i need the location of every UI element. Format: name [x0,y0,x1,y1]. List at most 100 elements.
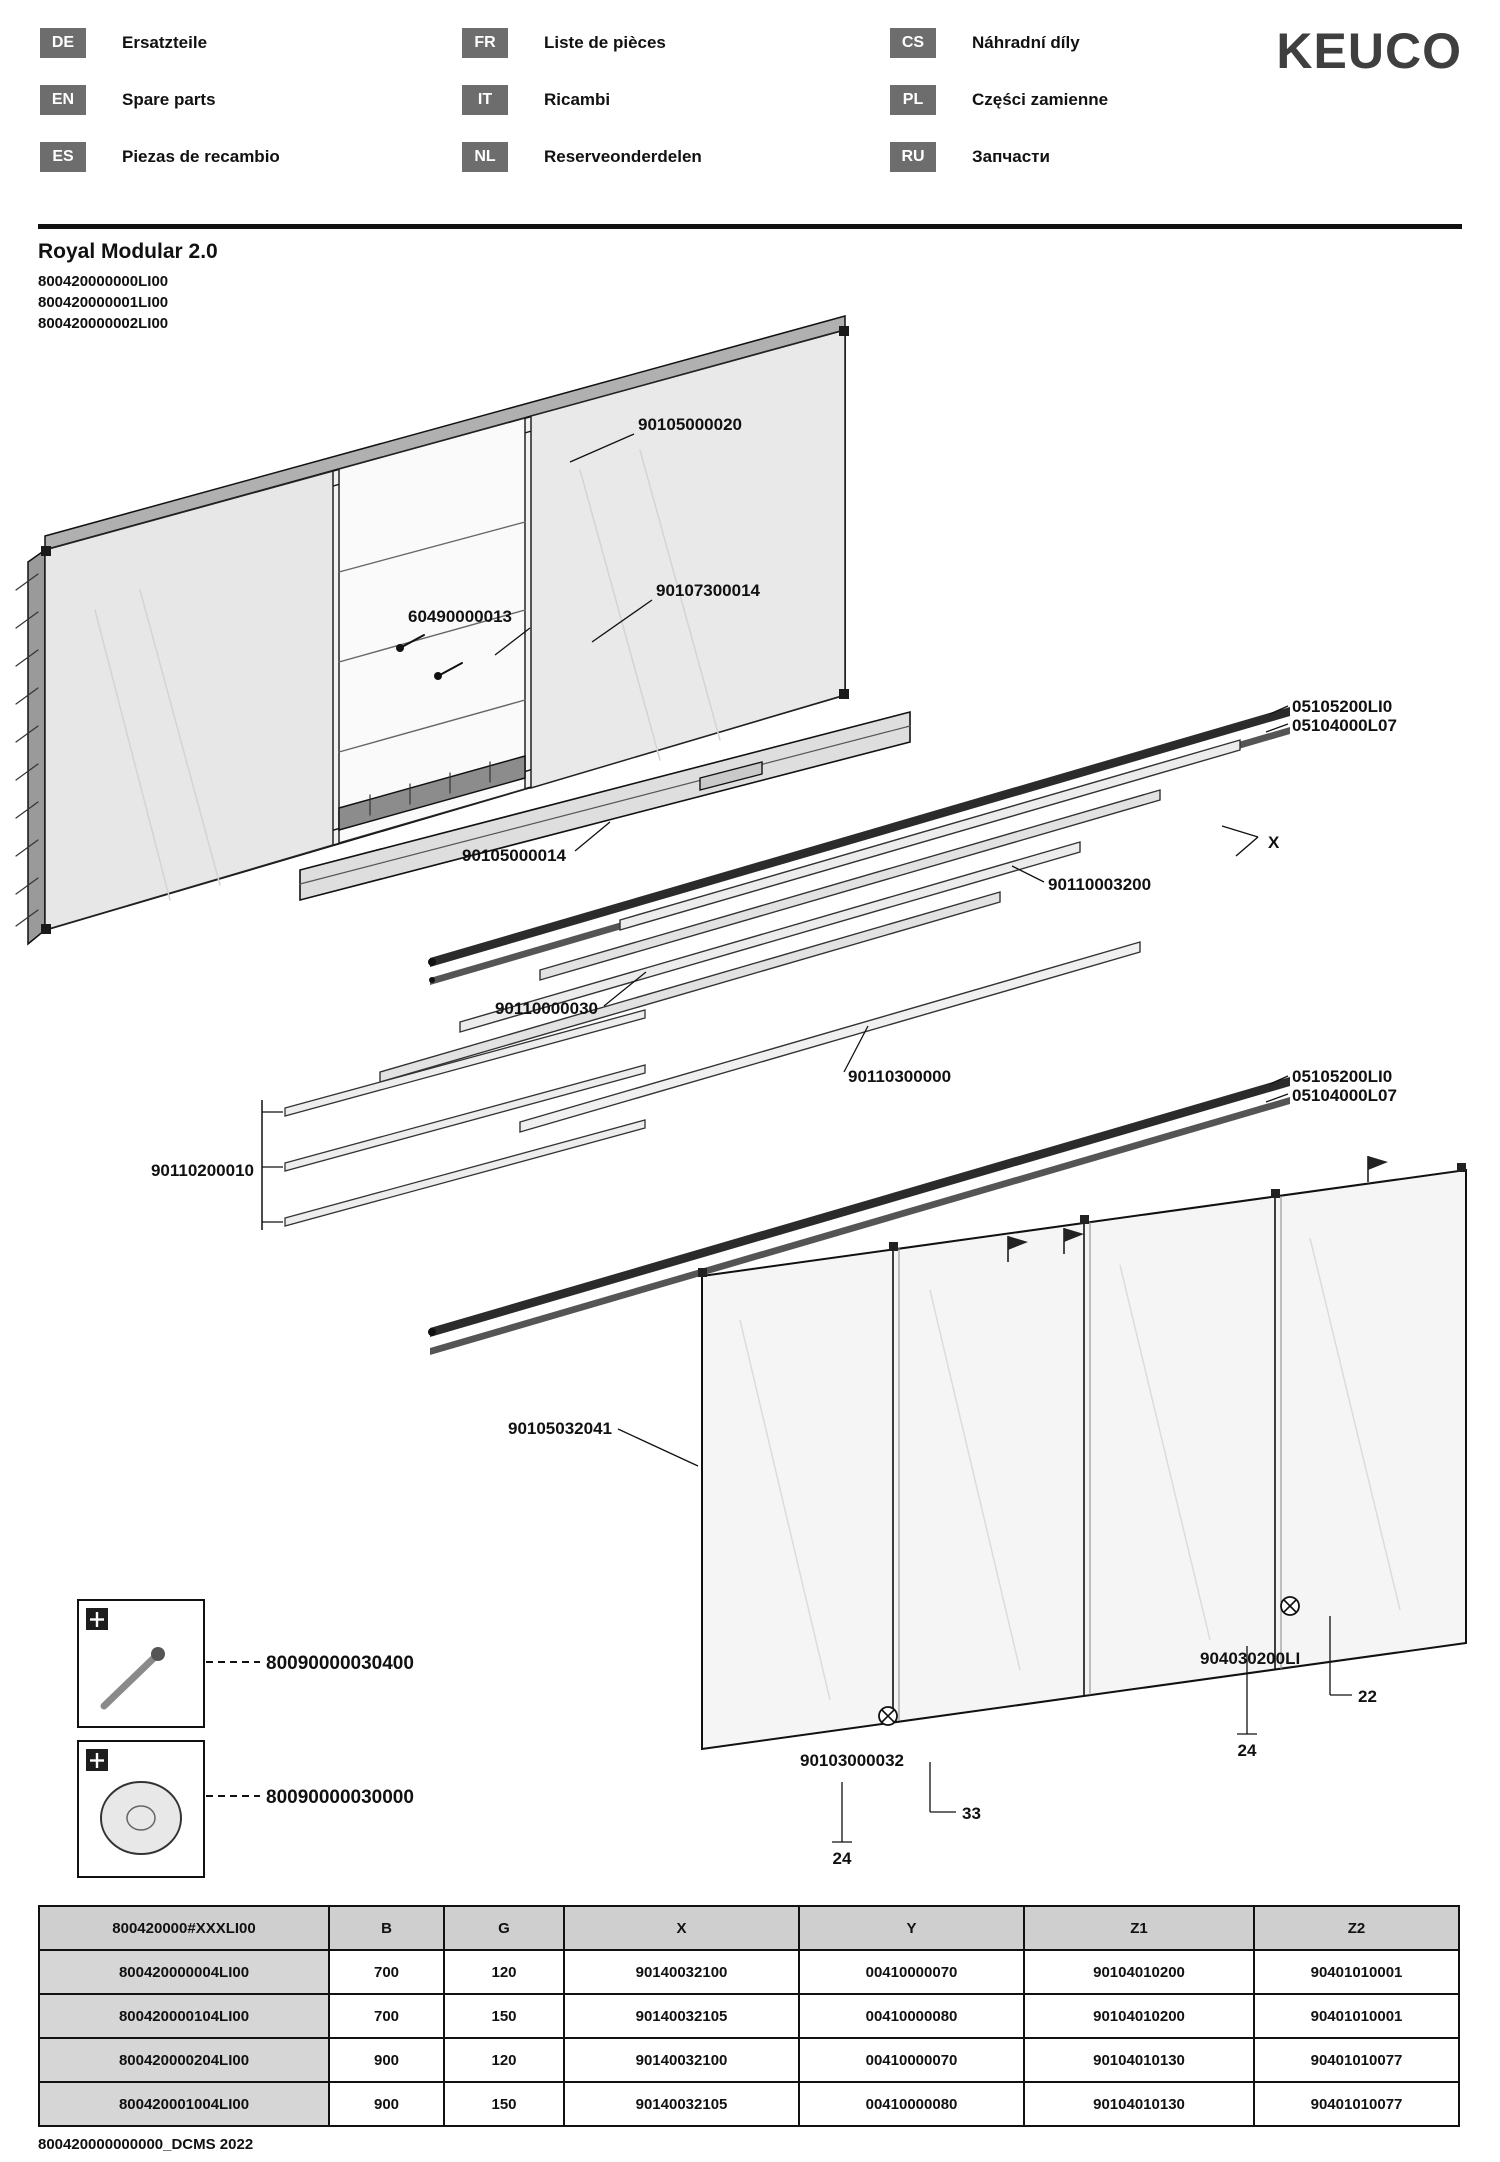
mirror-doors-group [698,1156,1467,1751]
spec-table: 800420000#XXXLI00 B G X Y Z1 Z2 80042000… [38,1905,1460,2127]
table-cell: 90104010130 [1023,2081,1255,2127]
dim-22-label: 22 [1358,1687,1377,1706]
table-header-cell: X [563,1905,800,1951]
table-cell: 120 [443,2037,565,2083]
language-code-badge: RU [890,142,936,172]
language-label: Запчасти [972,147,1050,166]
table-cell: 90140032105 [563,1993,800,2039]
part-label-fixing-mid: 90103000032 [800,1751,904,1770]
table-cell: 90104010200 [1023,1993,1255,2039]
flag-icon [1007,1156,1388,1262]
fixing-mid-group: 90103000032 33 24 [800,1706,981,1868]
language-code-badge: CS [890,28,936,58]
language-code-badge: FR [462,28,508,58]
language-row: EN Spare parts [40,85,280,115]
light-unit [338,755,526,831]
product-title: Royal Modular 2.0 [38,240,218,263]
table-cell: 90401010001 [1253,1993,1460,2039]
product-code: 800420000001LI00 [38,294,169,311]
language-code-badge: PL [890,85,936,115]
part-label-rail-lower-2: 05104000L07 [1292,1086,1397,1105]
lower-rail-group: 05105200LI0 05104000L07 [428,1067,1397,1355]
table-row: 800420000204LI00 900 120 90140032100 004… [38,2037,1460,2083]
exploded-diagram-area: 90105000020 90107300014 60490000013 9010… [0,310,1500,1890]
hatch-marks [15,573,39,927]
part-label-mirror-door: 90105032041 [508,1419,612,1438]
part-label-light-strip: 90110000030 [495,999,598,1018]
language-row: RU Запчасти [890,142,1108,172]
language-label: Liste de pièces [544,33,666,52]
table-cell: 00410000080 [798,2081,1025,2127]
dimension-x: X [1221,825,1280,857]
product-code: 800420000002LI00 [38,315,169,332]
detail-box-2: 80090000030000 [77,1740,414,1878]
fixing-right-group: 904030200LI 22 24 [1200,1596,1377,1760]
table-cell: 00410000080 [798,1993,1025,2039]
part-label-door-fitting: 90107300014 [656,581,761,600]
table-header-cell: 800420000#XXXLI00 [38,1905,330,1951]
table-cell: 00410000070 [798,1949,1025,1995]
language-row: PL Części zamienne [890,85,1108,115]
language-column-2: FR Liste de pièces IT Ricambi NL Reserve… [462,28,702,172]
language-row: FR Liste de pièces [462,28,702,58]
table-cell: 150 [443,1993,565,2039]
bottom-profile-part [299,710,911,902]
table-cell: 00410000070 [798,2037,1025,2083]
document-id: 800420000000000_DCMS 2022 [38,2136,254,2153]
table-cell: 800420000104LI00 [38,1993,330,2039]
part-label-top-profile: 90105000020 [638,415,742,434]
part-label-rail-upper-1: 05105200LI0 [1292,697,1392,716]
language-row: ES Piezas de recambio [40,142,280,172]
screw-detail-icon [100,1650,162,1710]
disc-detail-icon [100,1781,182,1855]
dim-24-mid-label: 24 [833,1849,852,1868]
part-label-fixing-right: 904030200LI [1200,1649,1300,1668]
profile-strips-group [379,739,1241,1133]
language-label: Spare parts [122,90,216,109]
part-label-bottom-profile: 90105000014 [462,846,567,865]
part-label-light-profile: 90110003200 [1048,875,1151,894]
table-cell: 150 [443,2081,565,2127]
table-cell: 900 [328,2081,445,2127]
language-column-3: CS Náhradní díly PL Części zamienne RU З… [890,28,1108,172]
detail-box-1: 80090000030400 [77,1599,414,1728]
table-cell: 700 [328,1949,445,1995]
table-cell: 90401010001 [1253,1949,1460,1995]
language-label: Ricambi [544,90,611,109]
shelf-set-group [261,1009,646,1230]
dim-24-right-label: 24 [1238,1741,1257,1760]
table-cell: 800420000204LI00 [38,2037,330,2083]
table-cell: 900 [328,2037,445,2083]
language-code-badge: IT [462,85,508,115]
table-cell: 90104010200 [1023,1949,1255,1995]
language-label: Náhradní díly [972,33,1080,52]
language-column-1: DE Ersatzteile EN Spare parts ES Piezas … [40,28,280,172]
table-cell: 700 [328,1993,445,2039]
product-block: Royal Modular 2.0 800420000000LI00 80042… [38,240,218,334]
language-row: CS Náhradní díly [890,28,1108,58]
language-code-badge: ES [40,142,86,172]
part-label-rail-lower-1: 05105200LI0 [1292,1067,1392,1086]
part-label-shelf-set: 90110200010 [151,1161,254,1180]
language-code-badge: NL [462,142,508,172]
table-header-cell: Z2 [1253,1905,1460,1951]
language-row: NL Reserveonderdelen [462,142,702,172]
table-cell: 90401010077 [1253,2037,1460,2083]
part-label-rail-upper-2: 05104000L07 [1292,716,1397,735]
language-label: Części zamienne [972,90,1109,109]
table-cell: 90104010130 [1023,2037,1255,2083]
part-label-glass-shelf-clip: 60490000013 [408,607,512,626]
language-label: Piezas de recambio [122,147,280,166]
table-row: 800420000104LI00 700 150 90140032105 004… [38,1993,1460,2039]
table-cell: 120 [443,1949,565,1995]
header-divider [38,224,1462,229]
table-cell: 90140032100 [563,2037,800,2083]
language-row: IT Ricambi [462,85,702,115]
language-label: Reserveonderdelen [544,147,702,166]
part-label-cover-profile: 90110300000 [848,1067,951,1086]
detail-code-1: 80090000030400 [266,1653,414,1674]
language-label: Ersatzteile [122,33,208,52]
table-cell: 90401010077 [1253,2081,1460,2127]
dim-33-label: 33 [962,1804,981,1823]
